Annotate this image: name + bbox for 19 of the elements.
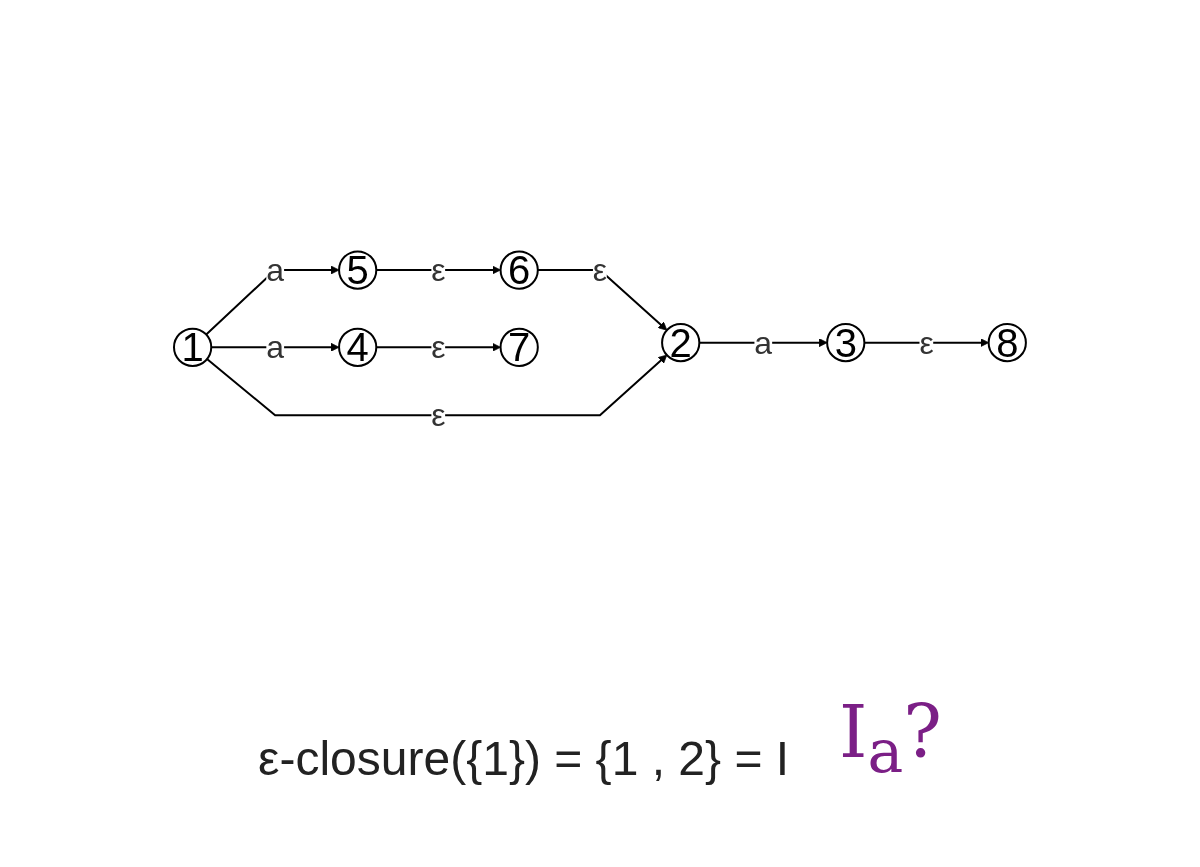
node-circle: 7 (499, 328, 539, 368)
node-circle: 1 (173, 328, 213, 368)
edge-label: ε (431, 397, 446, 434)
node-circle: 6 (499, 250, 539, 290)
edge-label: ε (919, 325, 934, 361)
formula-text: I$_{a}$? (839, 690, 942, 787)
node-circle: 8 (987, 323, 1027, 363)
edge-label: ε (431, 252, 446, 289)
edge-label: a (754, 325, 773, 361)
node-circle: 3 (826, 323, 866, 363)
edge-label: ε (592, 252, 608, 289)
edge-label: a (266, 252, 285, 289)
node-circle: 5 (338, 250, 378, 290)
edge-label: ε (431, 329, 446, 366)
edge-label: a (266, 329, 285, 366)
node-circle: 2 (661, 323, 701, 363)
formula-text: ε-closure({1}) = {1 , 2} = I (258, 731, 790, 787)
node-circle: 4 (338, 328, 378, 368)
arrow (206, 355, 668, 417)
